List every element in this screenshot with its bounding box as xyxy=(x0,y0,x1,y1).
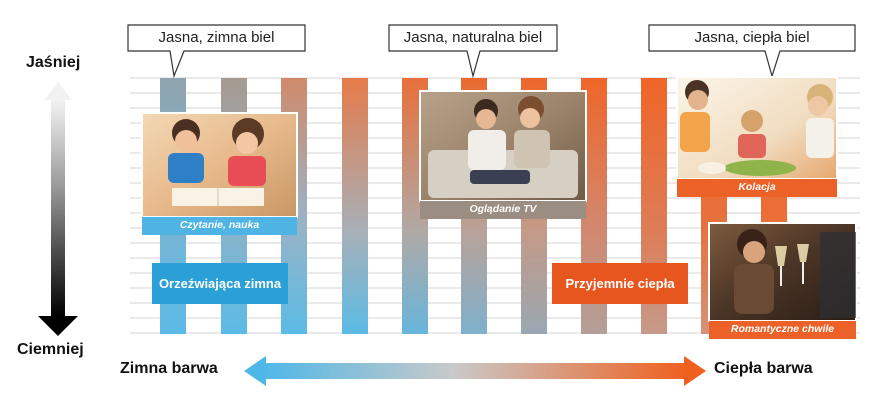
photo-dinner xyxy=(676,76,838,180)
photo-tv xyxy=(419,90,587,202)
callout-cool xyxy=(127,24,306,79)
brighter-label: Jaśniej xyxy=(26,54,81,71)
badge-warm-bg xyxy=(552,263,688,304)
badge-warm: Przyjemnie ciepła xyxy=(565,276,675,291)
caption-bar-reading xyxy=(142,217,297,235)
warm-color-label: Ciepła barwa xyxy=(714,360,813,377)
brightness-arrow xyxy=(38,82,78,336)
callout-warm-text: Jasna, ciepła biel xyxy=(694,29,810,46)
photo-reading xyxy=(141,112,298,218)
caption-bar-tv xyxy=(420,201,586,219)
caption-romantic: Romantyczne chwile xyxy=(730,323,835,335)
caption-tv: Oglądanie TV xyxy=(469,203,537,215)
temperature-arrow xyxy=(244,356,706,386)
caption-reading: Czytanie, nauka xyxy=(179,219,260,231)
callout-neutral xyxy=(388,24,558,79)
photo-romantic xyxy=(708,222,857,322)
callout-cool-text: Jasna, zimna biel xyxy=(158,29,275,46)
callout-warm xyxy=(648,24,856,79)
darker-label: Ciemniej xyxy=(17,341,84,358)
color-bar xyxy=(342,78,368,334)
callout-boxes xyxy=(127,24,856,79)
caption-bar-dinner xyxy=(677,179,837,197)
callout-neutral-text: Jasna, naturalna biel xyxy=(403,29,543,46)
badge-cool: Orzeźwiająca zimna xyxy=(158,276,282,291)
caption-dinner: Kolacja xyxy=(738,181,776,193)
badge-cool-bg xyxy=(152,263,288,304)
cool-color-label: Zimna barwa xyxy=(120,360,218,377)
caption-bar-romantic xyxy=(709,321,856,339)
